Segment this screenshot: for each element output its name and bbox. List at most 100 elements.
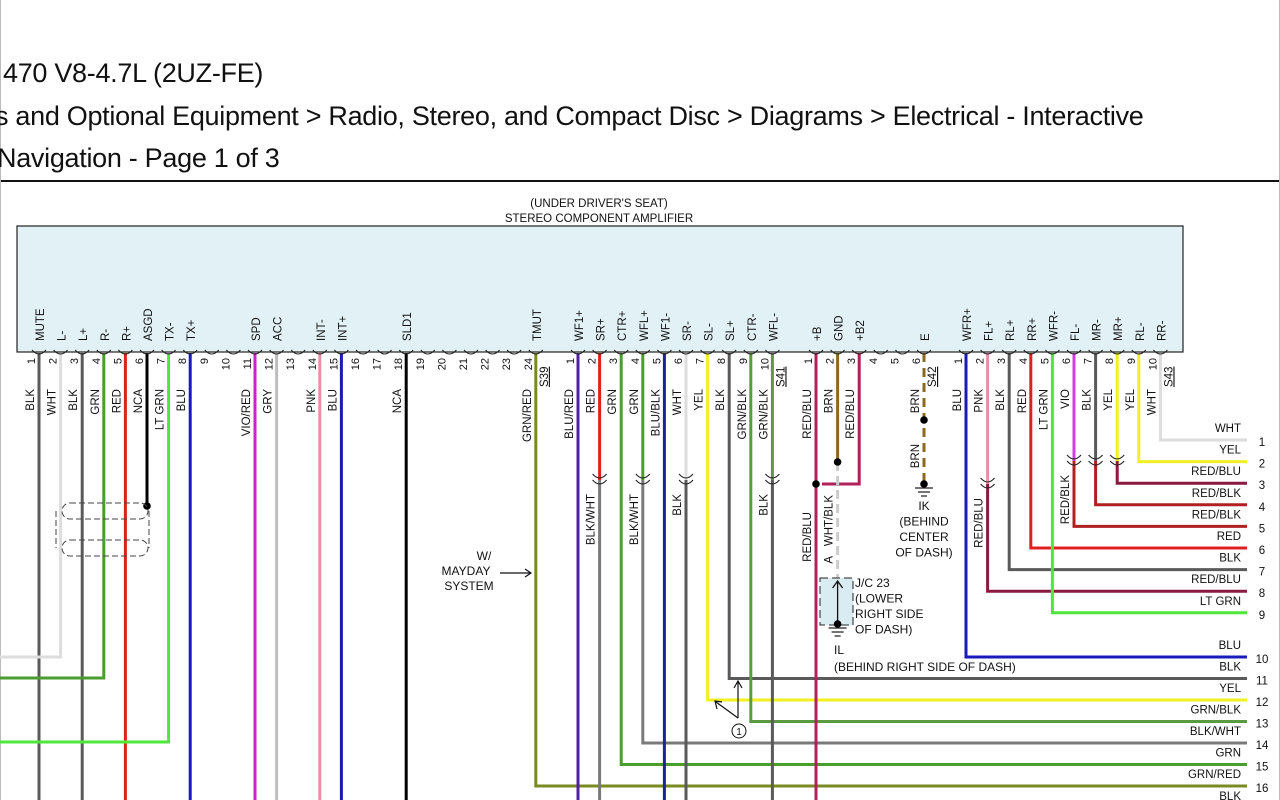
splice-connector-icon — [678, 473, 694, 485]
row-number: 10 — [1256, 654, 1269, 666]
pin-name: SLD1 — [402, 312, 414, 341]
splice-connector-icon — [1066, 454, 1082, 466]
pin-number: 21 — [458, 358, 470, 370]
row-number: 8 — [1259, 588, 1265, 600]
row-wire-label: YEL — [1219, 445, 1241, 457]
pin-number: 7 — [156, 358, 168, 364]
pin-socket-icon — [225, 349, 241, 355]
mayday-note: W/ — [477, 549, 492, 563]
pin-number: 6 — [911, 358, 923, 364]
row-wire-label: BLK — [1219, 791, 1241, 800]
wire-color-label: BLK — [25, 389, 37, 411]
arrow-icon — [500, 568, 533, 578]
pin-socket-icon — [570, 349, 586, 355]
row-number: 5 — [1259, 523, 1265, 535]
wire-color-label: GRN/RED — [522, 389, 534, 442]
pin-socket-icon — [269, 349, 285, 355]
pin-socket-icon — [743, 349, 759, 355]
component-location: (UNDER DRIVER'S SEAT) — [530, 198, 668, 210]
junction-connector-label: RIGHT SIDE — [855, 607, 923, 621]
pin-number: 3 — [846, 358, 858, 364]
ground-location-label: OF DASH) — [895, 546, 952, 560]
row-number: 6 — [1259, 545, 1265, 557]
pin-name: SL+ — [725, 320, 737, 341]
wire — [964, 353, 1247, 659]
wire-color-label: RED — [111, 389, 123, 413]
row-wire-label: BLK/WHT — [1190, 726, 1241, 738]
amplifier-box — [16, 225, 1184, 353]
pin-socket-icon — [485, 349, 501, 355]
pin-name: SR+ — [596, 318, 608, 341]
mayday-note: MAYDAY — [442, 564, 491, 578]
pin-socket-icon — [958, 349, 974, 355]
wire-color-label: BLU/RED — [564, 389, 576, 439]
junction-connector-label: J/C 23 — [855, 576, 890, 590]
ground-icon — [828, 627, 847, 637]
wire — [822, 353, 861, 486]
pin-name: FL+ — [984, 321, 996, 341]
row-number: 14 — [1256, 740, 1269, 752]
wire-color-label: BLK/WHT — [629, 494, 641, 545]
pin-name: R+ — [121, 326, 133, 341]
ground-id: IL — [834, 643, 844, 657]
pin-socket-icon — [721, 349, 737, 355]
pin-name: RL- — [1135, 322, 1147, 341]
wire-color-label: BLU — [952, 389, 964, 411]
pin-name: GND — [834, 315, 846, 341]
pin-name: L- — [57, 331, 69, 341]
pin-number: 2 — [587, 358, 599, 364]
pin-number: 5 — [112, 358, 124, 364]
connector-id: S41 — [775, 367, 787, 387]
mayday-note: SYSTEM — [444, 579, 493, 593]
pin-name: ACC — [273, 317, 285, 341]
wire-color-label: BLK — [672, 494, 684, 516]
pin-socket-icon — [656, 349, 672, 355]
splice-connector-icon — [635, 473, 651, 485]
row-number: 11 — [1256, 676, 1268, 688]
wire-color-label: RED/BLK — [1060, 475, 1072, 525]
pin-socket-icon — [161, 349, 177, 355]
row-number: 9 — [1259, 610, 1265, 622]
pin-number: 24 — [523, 358, 535, 370]
vehicle-title: 470 V8-4.7L (2UZ-FE) — [3, 58, 264, 88]
wire-color-label: WHT — [1146, 389, 1158, 415]
pin-number: 3 — [608, 358, 620, 364]
pin-socket-icon — [117, 349, 133, 355]
wire-color-label: WHT/BLK — [824, 495, 836, 546]
row-wire-label: GRN/BLK — [1191, 705, 1242, 717]
header-divider — [1, 180, 1279, 182]
ground-location-label: (BEHIND RIGHT SIDE OF DASH) — [834, 660, 1016, 674]
callout-number: 1 — [736, 727, 742, 738]
pin-number: 16 — [350, 358, 362, 370]
row-number: 12 — [1256, 697, 1269, 709]
pin-socket-icon — [635, 349, 651, 355]
row-wire-label: GRN — [1215, 748, 1241, 760]
pin-socket-icon — [463, 349, 479, 355]
wire — [1029, 353, 1247, 550]
wire-color-label: BLU — [327, 389, 339, 411]
wire-color-label: BRN — [910, 389, 922, 413]
splice-connector-icon — [1088, 454, 1104, 466]
junction-connector-label: OF DASH) — [855, 623, 912, 637]
pin-socket-icon — [830, 349, 846, 355]
wire-color-label: PNK — [306, 389, 318, 413]
pin-number: 2 — [48, 358, 60, 364]
pin-socket-icon — [290, 349, 306, 355]
connector-pin-label: A — [824, 556, 836, 564]
row-wire-label: BLK — [1219, 553, 1241, 565]
splice-connector-icon — [980, 477, 996, 489]
pin-socket-icon — [139, 349, 155, 355]
callout-circle-icon — [731, 723, 747, 739]
wire — [1072, 461, 1247, 528]
pin-name: WFL- — [768, 313, 780, 341]
pin-name: SR- — [682, 321, 694, 341]
junction-connector-box — [819, 577, 854, 626]
row-wire-label: BLK — [1219, 662, 1241, 674]
shield-outline — [55, 502, 150, 557]
breadcrumb: s and Optional Equipment > Radio, Stereo… — [0, 101, 1144, 131]
pin-number: 5 — [651, 358, 663, 364]
ground-location-label: (BEHIND — [899, 515, 949, 529]
junction-dot-icon — [833, 458, 842, 466]
row-number: 7 — [1259, 567, 1265, 579]
